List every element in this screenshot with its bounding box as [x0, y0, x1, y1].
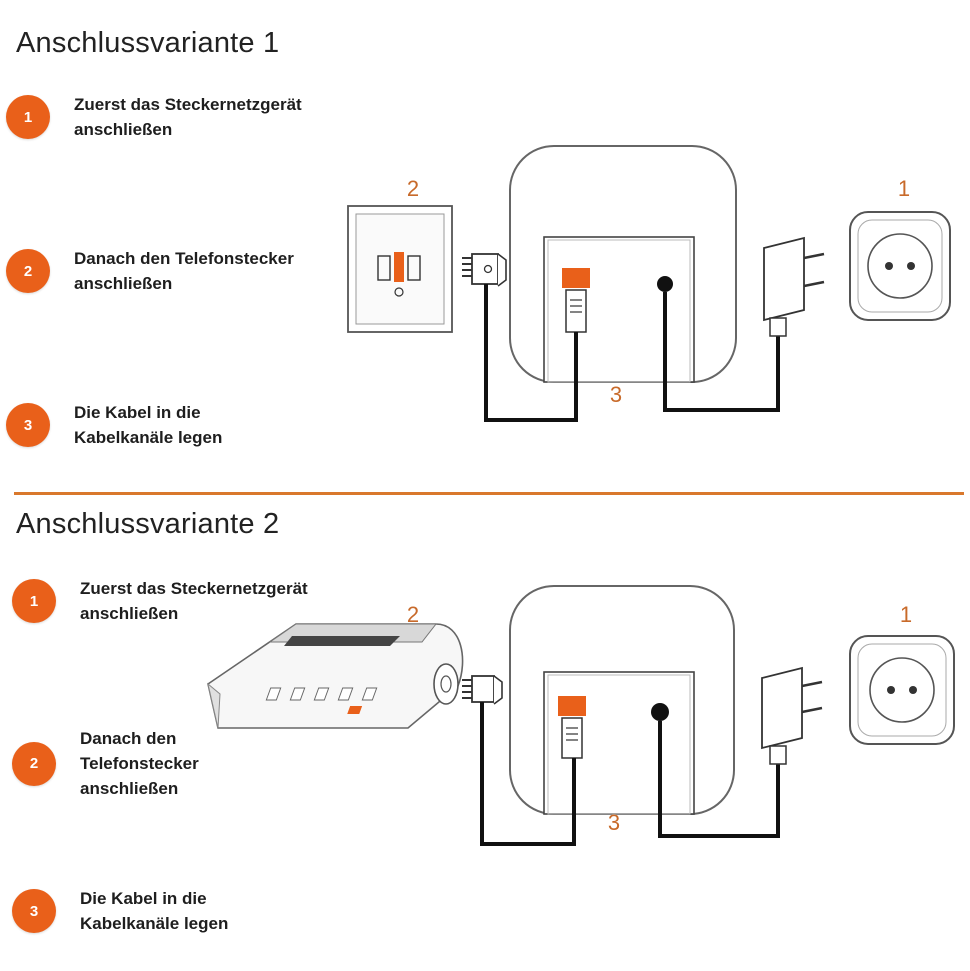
variant-2-title: Anschlussvariante 2: [16, 508, 280, 540]
power-socket: [849, 211, 951, 321]
variant-2-step-2: 2 Danach den Telefonstecker anschließen: [12, 726, 199, 801]
variant-1-step-1: 1 Zuerst das Steckernetzgerät anschließe…: [6, 92, 302, 142]
socket-label: 1: [900, 602, 912, 627]
cables: [484, 284, 780, 422]
power-jack: [651, 703, 669, 721]
section-divider: [14, 492, 964, 495]
tae-plug: [462, 253, 507, 287]
variant-2-step-1: 1 Zuerst das Steckernetzgerät anschließe…: [12, 576, 308, 626]
step-text: Zuerst das Steckernetzgerät anschließen: [80, 579, 308, 623]
variant-2-section: Anschlussvariante 2 1 Zuerst das Stecker…: [0, 490, 970, 971]
rj-plug: [558, 696, 586, 759]
cables-label: 3: [610, 382, 622, 407]
wall-jack: [347, 205, 453, 333]
base-station: [509, 145, 737, 383]
step-number-badge: 3: [12, 889, 56, 933]
variant-1-step-2: 2 Danach den Telefonstecker anschließen: [6, 246, 294, 296]
step-number-badge: 2: [6, 249, 50, 293]
step-text: Die Kabel in die Kabelkanäle legen: [74, 403, 223, 447]
power-socket: [849, 635, 955, 745]
step-number-badge: 3: [6, 403, 50, 447]
socket-label: 1: [898, 176, 910, 201]
variant-1-step-3: 3 Die Kabel in die Kabelkanäle legen: [6, 400, 222, 450]
rj-plug: [562, 268, 590, 333]
base-station: [509, 585, 735, 815]
variant-1-section: Anschlussvariante 1 1 Zuerst das Stecker…: [6, 27, 951, 450]
power-jack: [657, 276, 673, 292]
cables: [480, 702, 780, 846]
router-label: 2: [407, 602, 419, 627]
router: [207, 623, 464, 729]
step-text: Die Kabel in die Kabelkanäle legen: [80, 889, 229, 933]
step-text: Zuerst das Steckernetzgerät anschließen: [74, 95, 302, 139]
step-number-badge: 1: [12, 579, 56, 623]
step-number-badge: 1: [6, 95, 50, 139]
variant-1-title: Anschlussvariante 1: [16, 27, 280, 59]
tae-plug: [462, 675, 503, 705]
step-text: Danach den Telefonstecker anschließen: [74, 249, 294, 293]
power-adapter: [763, 236, 825, 337]
step-text: Danach den Telefonstecker anschließen: [80, 729, 199, 798]
variant-2-connection-diagram: 2 3: [207, 585, 955, 846]
variant-2-step-3: 3 Die Kabel in die Kabelkanäle legen: [12, 886, 228, 936]
cables-label: 3: [608, 810, 620, 835]
power-adapter: [761, 666, 823, 765]
variant-1-connection-diagram: 2 3: [347, 145, 951, 422]
wall-jack-label: 2: [407, 176, 419, 201]
step-number-badge: 2: [12, 741, 56, 786]
